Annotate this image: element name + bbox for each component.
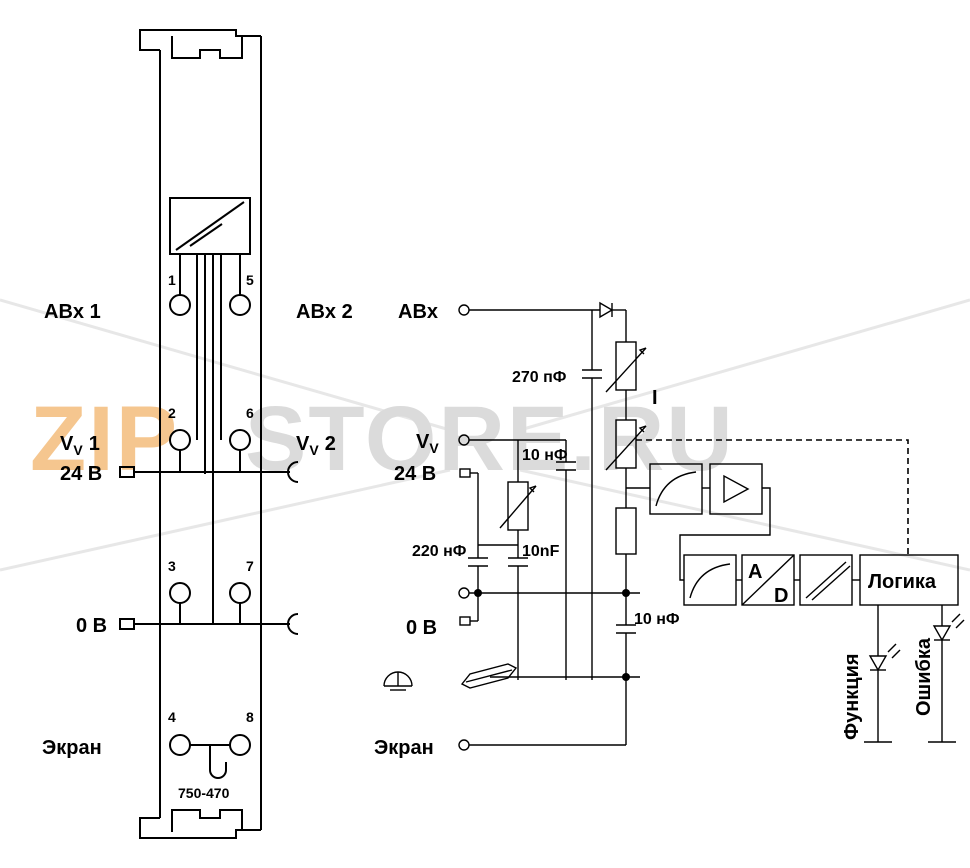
part-number: 750-470: [178, 785, 230, 801]
logic-block: Логика: [859, 554, 959, 606]
adc-block: A D: [741, 554, 795, 607]
terminal-1[interactable]: [169, 294, 191, 316]
filter-block-2: [683, 554, 737, 606]
label-24v: 24 В: [60, 463, 102, 485]
sch-vv: VV: [416, 431, 439, 456]
pin-4: 4: [168, 709, 176, 725]
wire: [679, 487, 771, 581]
amplifier-block: [709, 463, 763, 515]
internal-bus: [179, 253, 241, 624]
watermark-left: ZIP: [30, 388, 179, 490]
sch-c10b: 10 нФ: [634, 611, 680, 628]
pin-5: 5: [246, 272, 254, 288]
led-function: [864, 605, 901, 743]
vv-input: [458, 434, 576, 680]
label-screen: Экран: [42, 737, 102, 759]
sch-c270: 270 пФ: [512, 369, 567, 386]
pin-7: 7: [246, 558, 254, 574]
sch-screen: Экран: [374, 737, 434, 759]
terminals: [169, 294, 251, 756]
sch-c220: 220 нФ: [412, 543, 467, 560]
screen-link: [190, 744, 230, 779]
watermark-right: STORE.RU: [245, 388, 735, 490]
terminal-8[interactable]: [229, 734, 251, 756]
abx-input: [458, 301, 627, 680]
led-error: [928, 605, 965, 743]
pin-numbers: 1 5 2 6 3 7 4 8: [168, 272, 254, 725]
cap-270pf: [582, 369, 602, 379]
pin-3: 3: [168, 558, 176, 574]
sch-c10a: 10 нФ: [522, 447, 568, 464]
sch-abx: ABx: [398, 301, 438, 323]
adc-d: D: [774, 585, 788, 607]
current-mark: I: [652, 387, 658, 409]
module-housing: [139, 29, 262, 839]
rail-0v: [119, 603, 299, 635]
adc-a: A: [748, 561, 762, 583]
terminal-5[interactable]: [229, 294, 251, 316]
terminal-4[interactable]: [169, 734, 191, 756]
pin-1: 1: [168, 272, 176, 288]
v24-input: [459, 468, 518, 593]
terminal-3[interactable]: [169, 582, 191, 604]
pin-8: 8: [246, 709, 254, 725]
filter-block-1: [649, 463, 703, 515]
resistor-ptc-1: I: [605, 341, 658, 420]
terminal-7[interactable]: [229, 582, 251, 604]
pin-6: 6: [246, 405, 254, 421]
watermark: ZIP STORE.RU: [0, 298, 970, 572]
logic-label: Логика: [868, 571, 937, 593]
sch-c10nf: 10nF: [522, 543, 560, 560]
ground-rail: [383, 663, 640, 691]
led-function-label: Функция: [841, 653, 863, 740]
v0-input: [458, 587, 640, 626]
isolator-block: [799, 554, 853, 606]
resistor-variable: [499, 481, 537, 680]
screen-input: [458, 739, 626, 751]
sch-0v: 0 В: [406, 617, 437, 639]
sch-24v: 24 В: [394, 463, 436, 485]
label-abx1: ABx 1: [44, 301, 101, 323]
dashed-feedback: [636, 439, 909, 555]
led-error-label: Ошибка: [913, 637, 935, 716]
label-abx2: ABx 2: [296, 301, 353, 323]
resistor: [615, 507, 637, 555]
label-0v: 0 В: [76, 615, 107, 637]
pin-2: 2: [168, 405, 176, 421]
isolation-converter: [169, 197, 251, 255]
